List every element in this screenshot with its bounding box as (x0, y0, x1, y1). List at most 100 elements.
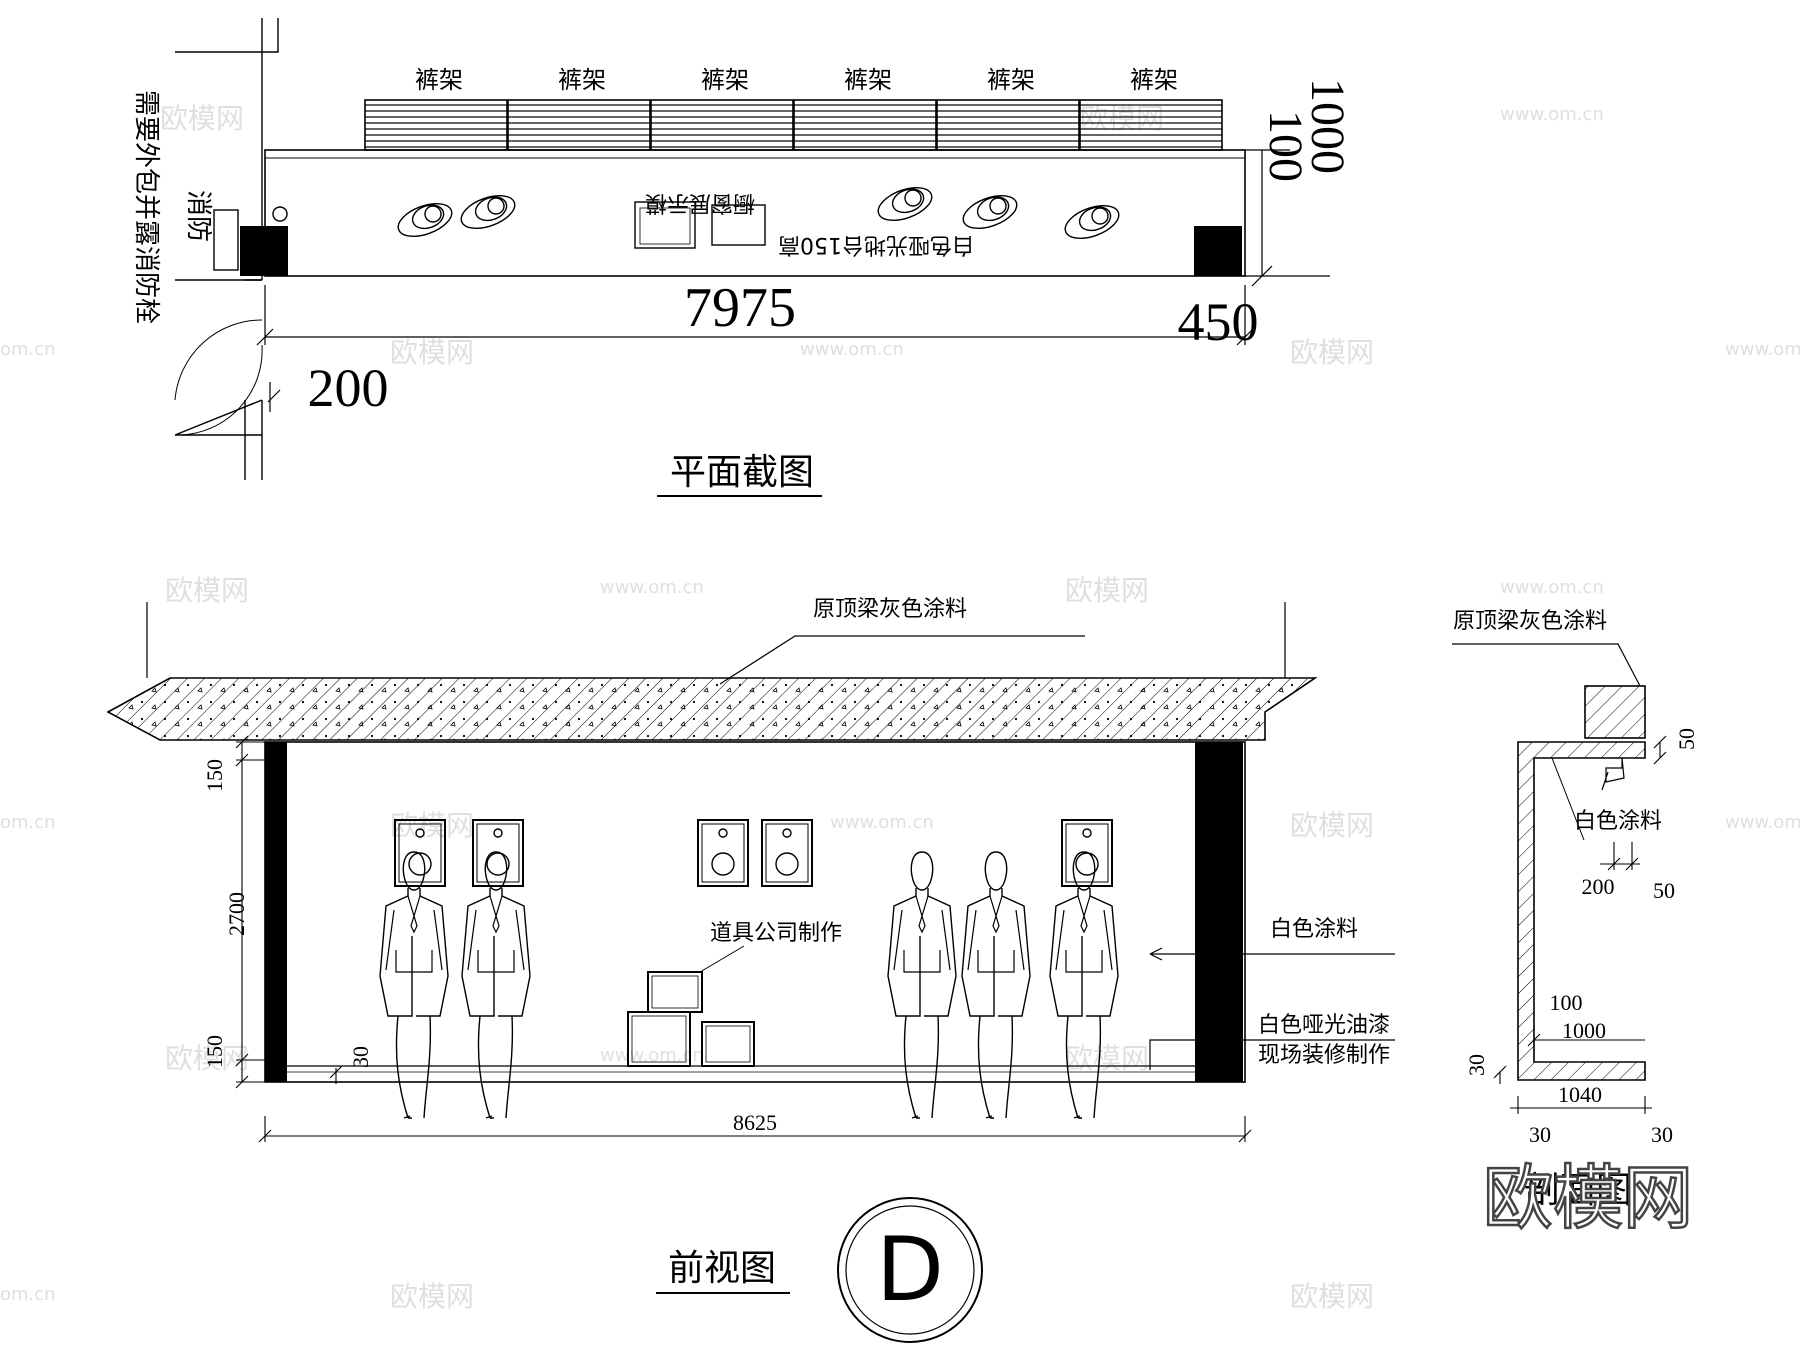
watermark-url: www.om.cn (600, 577, 704, 598)
rack-slats (364, 99, 508, 151)
rack-slats (793, 99, 937, 151)
watermark-brand-large: 欧模网 (1483, 1157, 1693, 1239)
rack-label: 裤架 (844, 66, 892, 94)
dim-30-side: 30 (1464, 1054, 1489, 1076)
watermark-url: om.cn (0, 339, 56, 360)
dim-depth-inner: 100 (1259, 110, 1312, 182)
mannequin-plan (873, 180, 937, 228)
view-marker-outer (837, 1197, 983, 1343)
plan-view: 消防 需要外包并露消防栓 裤架 裤架 裤架 裤架 裤架 裤架 (131, 18, 1354, 497)
view-marker-inner (845, 1205, 975, 1335)
front-view: 原顶梁灰色涂料 道具公司制作 白色涂料 (106, 597, 1395, 1343)
dim-1040: 1040 (1558, 1082, 1602, 1107)
dim-30-side-line (1493, 1065, 1507, 1084)
depth-dimension-line (1245, 149, 1330, 287)
mannequin-plan (456, 188, 520, 236)
watermark-url: om.cn (0, 812, 56, 833)
prop-boxes (627, 971, 755, 1067)
front-wall-lines (146, 602, 1286, 678)
watermark-brand: 欧模网 (165, 574, 249, 607)
dim-30-right: 30 (1651, 1122, 1673, 1147)
plan-title: 平面截图 (670, 452, 814, 493)
rack-label: 裤架 (558, 66, 606, 94)
dim-top: 150 (202, 759, 227, 792)
watermark-brand: 欧模网 (1290, 809, 1374, 842)
dim-width: 8625 (733, 1110, 777, 1135)
watermark-url: www.om.cn (1725, 812, 1800, 833)
mannequin (461, 851, 531, 1119)
spotlight-icon (1601, 757, 1625, 791)
dim-bottom: 150 (202, 1035, 227, 1068)
section-beam (1584, 685, 1646, 739)
watermark-brand: 欧模网 (1065, 574, 1149, 607)
section-ceiling-leader (1452, 643, 1641, 687)
prop-note: 橱窗展示模 (645, 190, 755, 215)
watermark-url: www.om.cn (600, 1045, 704, 1066)
watermark-brand: 欧模网 (165, 1042, 249, 1075)
section-wall-leader (1551, 757, 1585, 841)
dim-depth-outer: 1000 (1301, 78, 1354, 174)
dim-200: 200 (1582, 874, 1615, 899)
ceiling-leader (719, 635, 1085, 685)
dim-50: 50 (1653, 878, 1675, 903)
wall-frame (697, 819, 749, 887)
rack-label: 裤架 (701, 66, 749, 94)
rack-label: 裤架 (987, 66, 1035, 94)
plan-door-frame (174, 279, 263, 480)
paint-note-2: 现场装修制作 (1258, 1043, 1390, 1068)
dim-100: 100 (1550, 990, 1583, 1015)
watermark-url: www.om.cn (830, 812, 934, 833)
mannequin (1049, 851, 1119, 1119)
rack-slats (650, 99, 794, 151)
watermark-brand: 欧模网 (390, 336, 474, 369)
dim-right: 450 (1178, 292, 1259, 352)
prop-box (711, 204, 766, 246)
mannequin-plan (958, 188, 1022, 236)
wall-frame (761, 819, 813, 887)
ceiling-note: 原顶梁灰色涂料 (813, 597, 967, 622)
dim-30-left: 30 (1529, 1122, 1551, 1147)
rack-slats (936, 99, 1080, 151)
paint-note-leader (1149, 1039, 1395, 1070)
pants-racks: 裤架 裤架 裤架 裤架 裤架 裤架 (364, 66, 1223, 151)
mannequin-plan (1060, 198, 1124, 246)
watermark-brand: 欧模网 (1065, 1042, 1149, 1075)
dim-left-tick (267, 382, 281, 412)
paint-note-1: 白色哑光油漆 (1258, 1013, 1390, 1038)
wall-note-leader (1149, 947, 1395, 961)
watermark-brand: 欧模网 (1290, 336, 1374, 369)
dim-200-line (1600, 842, 1640, 871)
mannequin-plan (393, 196, 457, 244)
column-right (1194, 226, 1242, 276)
platform-note: 白色哑光地台150高 (778, 232, 974, 257)
rack-label: 裤架 (415, 66, 463, 94)
watermark-url: www.om.cn (1500, 577, 1604, 598)
dim-1000-line (1527, 1033, 1645, 1047)
view-marker-letter: D (876, 1218, 944, 1321)
section-wall-note: 白色涂料 (1574, 809, 1662, 834)
ceiling-beam-texture (108, 678, 1315, 740)
rack-slats (1079, 99, 1223, 151)
dim-1000: 1000 (1562, 1018, 1606, 1043)
height-dimension-line (235, 735, 265, 1089)
section-title: 剖面图 (1524, 1170, 1632, 1211)
prop-box (639, 207, 691, 245)
mannequin (887, 851, 957, 1119)
column-right (1195, 742, 1243, 1082)
wall-frame (472, 819, 524, 887)
dim-1040-line (1510, 1096, 1652, 1114)
watermark-url: www.om.cn (800, 339, 904, 360)
props-note: 道具公司制作 (710, 921, 842, 946)
width-dimension-line (258, 1116, 1252, 1143)
front-title: 前视图 (668, 1248, 776, 1289)
watermark-url: www.om.cn (1500, 104, 1604, 125)
door-swing-arc (179, 344, 263, 436)
fire-hydrant-icon (272, 206, 288, 222)
dim-height: 2700 (224, 892, 249, 936)
watermark-url: www.om.cn (1725, 339, 1800, 360)
watermark-brand: 欧模网 (1290, 1280, 1374, 1313)
fire-hydrant-box (213, 209, 239, 271)
platform-dim-tick (329, 1065, 343, 1084)
rack-label: 裤架 (1130, 66, 1178, 94)
watermark-brand: 欧模网 (390, 1280, 474, 1313)
